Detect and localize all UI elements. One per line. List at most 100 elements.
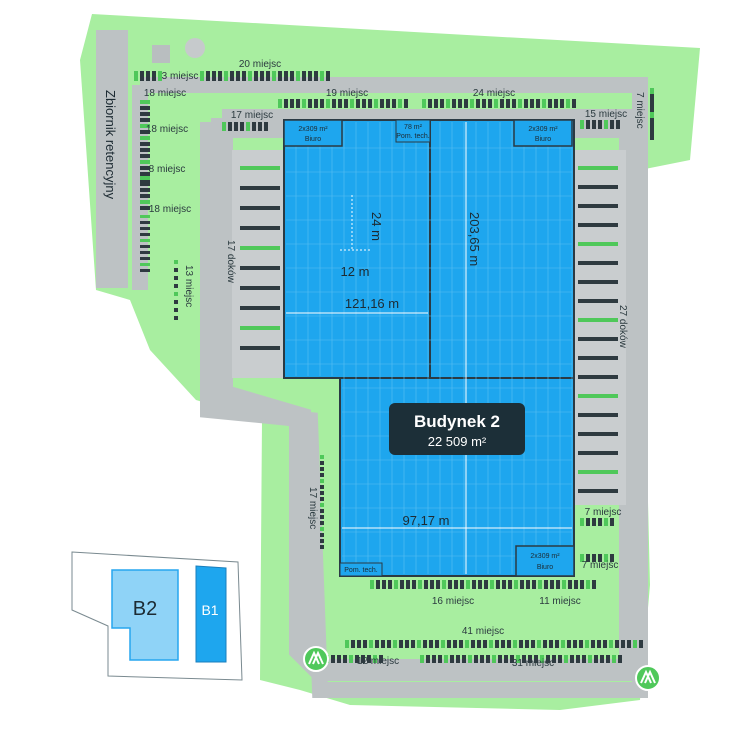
parking-stall <box>470 99 474 108</box>
office-top-left-area: 2x309 m² <box>298 126 328 133</box>
parking-stall <box>650 106 654 116</box>
parking-stall <box>320 461 324 465</box>
parking-stall <box>350 99 354 108</box>
parking-stall <box>560 99 564 108</box>
dim-grid-y: 24 m <box>369 212 384 241</box>
office-top-right[interactable] <box>513 119 573 147</box>
parking-stall <box>174 300 178 304</box>
parking-stall <box>420 655 424 663</box>
parking-stall <box>598 518 602 526</box>
pump-house <box>152 45 170 63</box>
parking-label-24: 24 miejsc <box>473 88 515 99</box>
hall-upper-left <box>283 119 431 379</box>
parking-stall <box>514 580 518 589</box>
parking-stall <box>320 497 324 501</box>
parking-stall <box>519 640 523 648</box>
parking-stall <box>600 655 604 663</box>
tech-room-top[interactable] <box>395 119 431 143</box>
parking-stall <box>240 266 280 270</box>
parking-stall <box>320 521 324 525</box>
parking-stall <box>140 227 150 230</box>
parking-stall <box>140 142 150 146</box>
parking-stall <box>578 375 618 379</box>
parking-stall <box>218 71 222 81</box>
parking-stall <box>573 640 577 648</box>
parking-stall <box>248 71 252 81</box>
parking-stall <box>578 451 618 455</box>
office-bottom-right[interactable] <box>515 545 575 577</box>
parking-stall <box>174 316 178 320</box>
parking-stall <box>382 580 386 589</box>
parking-stall <box>140 188 150 192</box>
office-top-left[interactable] <box>283 119 343 147</box>
parking-stall <box>373 655 377 663</box>
parking-stall <box>492 655 496 663</box>
parking-stall <box>446 99 450 108</box>
parking-stall <box>240 186 280 190</box>
parking-stall <box>240 206 280 210</box>
parking-stall <box>174 284 178 288</box>
parking-stall <box>594 655 598 663</box>
parking-stall <box>140 269 150 272</box>
parking-stall <box>650 118 654 128</box>
parking-label-7b: 7 miejsc <box>582 560 619 571</box>
parking-stall <box>230 71 234 81</box>
parking-stall <box>558 655 562 663</box>
parking-stall <box>375 640 379 648</box>
parking-stall <box>496 580 500 589</box>
parking-stall <box>398 99 402 108</box>
parking-stall <box>592 518 596 526</box>
office-top-right-area: 2x309 m² <box>528 126 558 133</box>
parking-stall <box>174 308 178 312</box>
parking-stall <box>604 120 608 129</box>
parking-stall <box>140 154 150 158</box>
parking-stall <box>578 318 618 322</box>
parking-label-17-left: 17 miejsc <box>307 487 318 529</box>
parking-stall <box>174 268 178 272</box>
parking-stall <box>404 99 408 108</box>
parking-stall <box>140 257 150 260</box>
parking-stall <box>140 182 150 186</box>
parking-stall <box>477 640 481 648</box>
parking-stall <box>578 337 618 341</box>
parking-stall <box>490 580 494 589</box>
left-yard <box>232 150 284 378</box>
parking-stall <box>585 640 589 648</box>
parking-stall <box>466 580 470 589</box>
parking-stall <box>598 554 602 562</box>
parking-stall <box>586 120 590 129</box>
parking-stall <box>530 99 534 108</box>
parking-stall <box>320 491 324 495</box>
parking-stall <box>140 194 150 198</box>
parking-stall <box>604 554 608 562</box>
tech-room-bottom[interactable] <box>339 562 383 577</box>
parking-stall <box>320 467 324 471</box>
parking-stall <box>578 470 618 474</box>
parking-stall <box>540 655 544 663</box>
parking-label-17: 17 miejsc <box>231 110 273 121</box>
parking-stall <box>140 233 150 236</box>
parking-stall <box>362 99 366 108</box>
parking-stall <box>526 580 530 589</box>
parking-stall <box>357 640 361 648</box>
parking-stall <box>615 640 619 648</box>
parking-stall <box>546 655 550 663</box>
entrance-arrows-icon <box>303 646 329 672</box>
parking-stall <box>320 545 324 549</box>
parking-stall <box>482 99 486 108</box>
minimap: B2 B1 <box>71 551 243 681</box>
parking-stall <box>618 655 622 663</box>
parking-label-18a: 18 miejsc <box>144 88 186 99</box>
parking-stall <box>146 71 150 81</box>
parking-stall <box>252 122 256 131</box>
parking-stall <box>609 640 613 648</box>
parking-stall <box>518 99 522 108</box>
building-area: 22 509 m² <box>428 434 487 449</box>
parking-stall <box>650 130 654 140</box>
parking-stall <box>140 148 150 152</box>
parking-stall <box>442 580 446 589</box>
parking-stall <box>537 640 541 648</box>
parking-stall <box>650 94 654 104</box>
parking-stall <box>140 245 150 248</box>
parking-label-7-top: 7 miejsc <box>634 92 645 129</box>
